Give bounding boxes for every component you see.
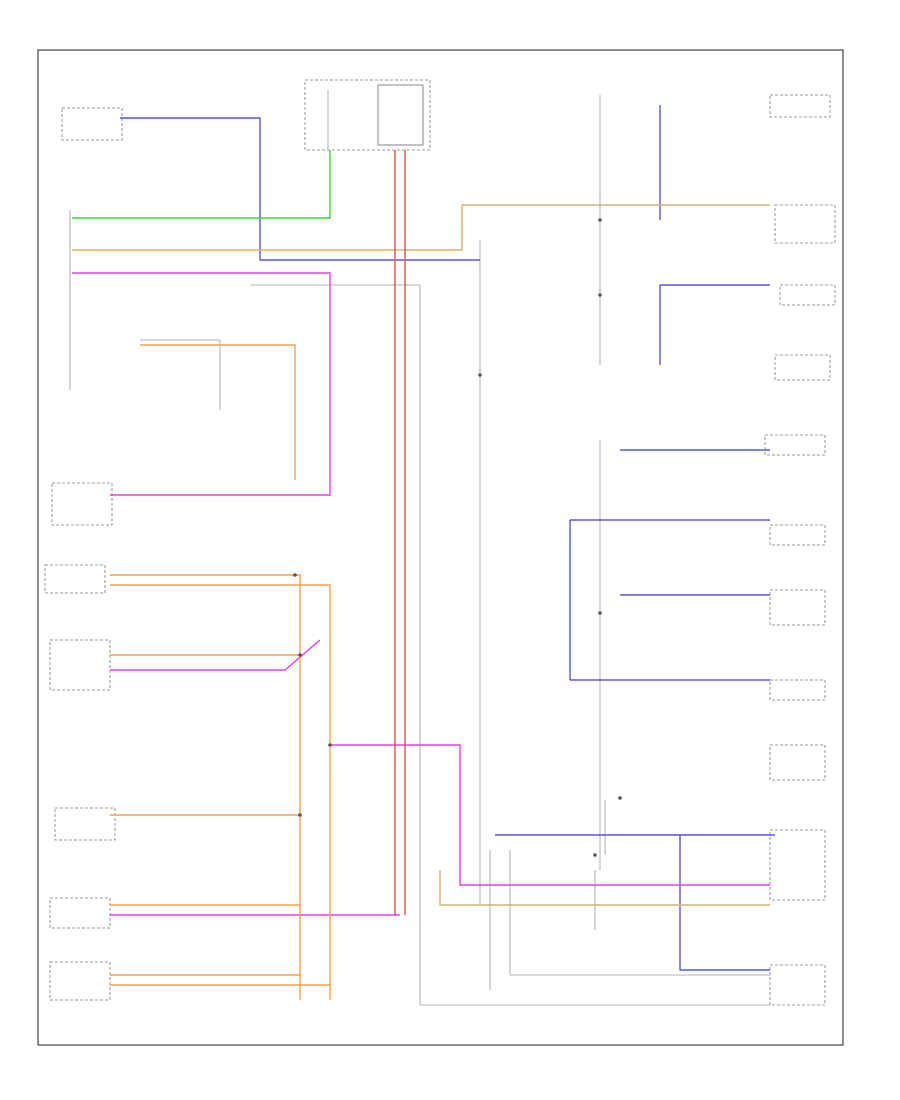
wire-blue-right-2 — [659, 284, 770, 365]
diagram-frame — [37, 49, 844, 1046]
wire-orange-1 — [110, 574, 301, 1000]
wire-orange-8 — [140, 344, 296, 480]
wire-tan-bottom — [439, 870, 770, 906]
wire-tan-top — [72, 204, 770, 251]
wire-blue-top-left — [120, 117, 480, 261]
wire-blue-bottom — [495, 834, 775, 971]
wire-pink-left — [72, 272, 331, 496]
wire-green — [72, 150, 331, 219]
wires — [72, 105, 775, 1000]
left-connectors — [44, 107, 123, 1001]
ground-network — [140, 95, 770, 1006]
right-connectors — [764, 94, 836, 1006]
splice-points — [293, 218, 622, 857]
wire-pink-bottom — [330, 744, 770, 886]
wire-pink-mid — [110, 639, 321, 671]
fuse-junction-block — [304, 79, 431, 151]
wire-blue-right-4 — [569, 519, 770, 680]
wire-orange-2 — [110, 584, 331, 1000]
